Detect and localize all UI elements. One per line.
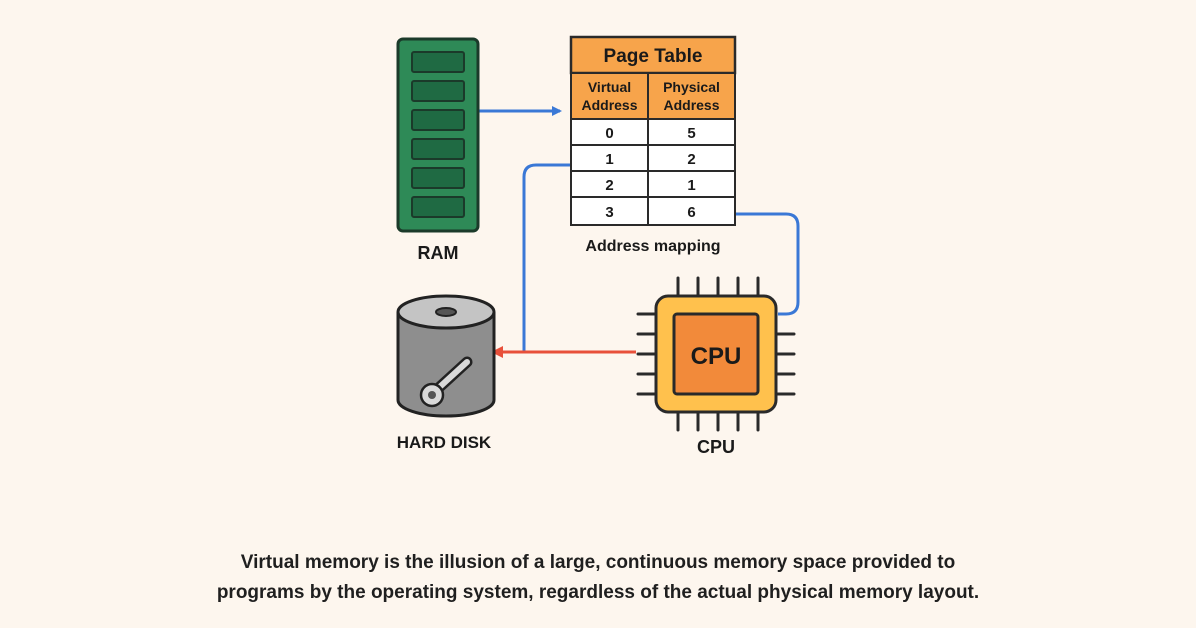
diagram-caption: Virtual memory is the illusion of a larg…: [0, 548, 1196, 608]
row0-virtual: 0: [605, 125, 613, 142]
hard-disk-icon: [396, 294, 496, 418]
page-table-to-cpu-connector: [735, 212, 800, 316]
row2-physical: 1: [687, 177, 695, 194]
page-table-to-disk-connector: [522, 163, 570, 352]
virtual-address-header-line1: Virtual: [588, 79, 631, 95]
caption-line-2: programs by the operating system, regard…: [216, 582, 980, 603]
hard-disk-label: HARD DISK: [397, 433, 492, 452]
row2-virtual: 2: [605, 177, 613, 194]
physical-address-header-line1: Physical: [663, 79, 720, 95]
cpu-label: CPU: [697, 437, 735, 457]
ram-label: RAM: [418, 243, 459, 263]
caption-line-1: Virtual memory is the illusion of a larg…: [240, 552, 956, 573]
ram-icon: [396, 37, 480, 233]
row0-physical: 5: [687, 125, 695, 142]
row3-virtual: 3: [605, 204, 613, 221]
row3-physical: 6: [687, 204, 695, 221]
page-table: [569, 35, 737, 226]
virtual-address-header-line2: Address: [581, 97, 637, 113]
page-table-title: Page Table: [604, 46, 703, 67]
page-table-caption: Address mapping: [585, 238, 720, 255]
cpu-chip-icon: [636, 276, 796, 432]
row1-virtual: 1: [605, 151, 613, 168]
virtual-memory-diagram: RAM Page Table Virtual Address Physical …: [396, 35, 800, 457]
row1-physical: 2: [687, 151, 695, 168]
physical-address-header-line2: Address: [663, 97, 719, 113]
cpu-chip-text: CPU: [691, 343, 742, 370]
